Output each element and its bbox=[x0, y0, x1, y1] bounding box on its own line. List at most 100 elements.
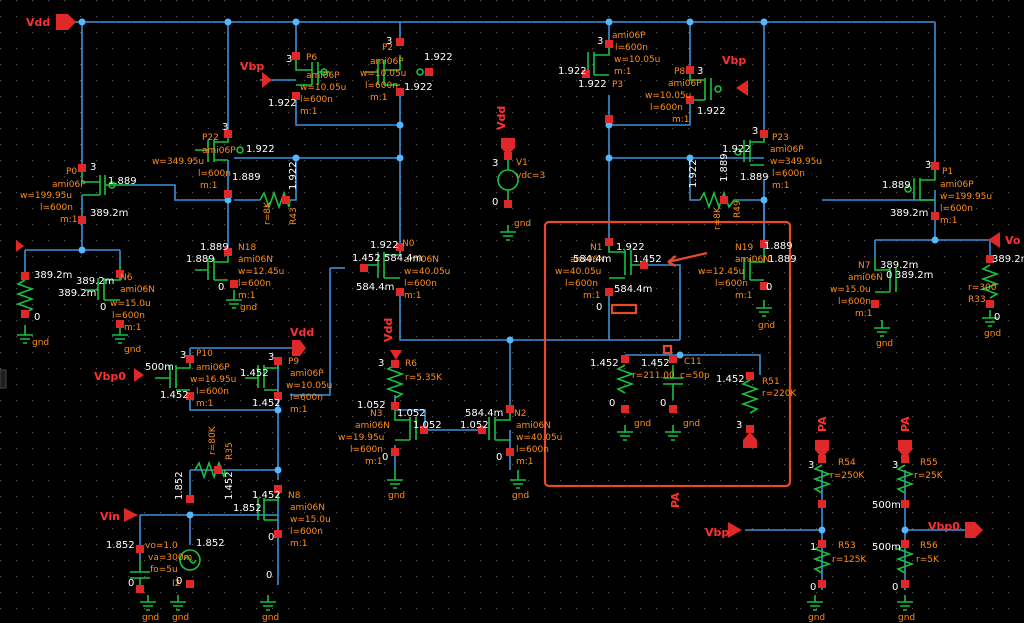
op-n2-zero: 0 bbox=[496, 452, 502, 463]
op-v1-zero: 0 bbox=[492, 197, 498, 208]
op-left-zero: 0 bbox=[34, 312, 40, 323]
op-r43-top: 1.922 bbox=[288, 161, 299, 190]
n0-name: N0 bbox=[402, 239, 415, 249]
op-r51-three: 3 bbox=[736, 420, 742, 431]
n8-l: l=600n bbox=[290, 527, 323, 537]
pin-vbp0-left-label: Vbp0 bbox=[94, 370, 126, 383]
gnd-n7: gnd bbox=[876, 339, 893, 349]
op-r56-top: 500m bbox=[872, 542, 901, 553]
n2-w: w=40.05u bbox=[516, 433, 562, 443]
r54-name: R54 bbox=[838, 458, 856, 468]
op-r49-top: 1.922 bbox=[688, 159, 699, 188]
p0-w: w=199.95u bbox=[20, 191, 72, 201]
p4-model: ami06P bbox=[612, 31, 646, 41]
pin-vdd-top-shape bbox=[56, 14, 76, 30]
n18-m: m:1 bbox=[238, 291, 256, 301]
r6-name: R6 bbox=[405, 359, 417, 369]
n3-model: ami06N bbox=[355, 421, 390, 431]
op-r54-three: 3 bbox=[808, 460, 814, 471]
r56-value: r=5K bbox=[916, 555, 940, 565]
op-n8-zero: 0 bbox=[268, 532, 274, 543]
ground-labels: gnd gnd gnd gnd gnd gnd gnd gnd gnd gnd … bbox=[32, 219, 1001, 623]
n8-name: N8 bbox=[288, 491, 301, 501]
instance-labels: P0 ami06P w=199.95u l=600n m:1 P6 ami06P… bbox=[20, 31, 997, 589]
n6-w: w=15.0u bbox=[110, 299, 151, 309]
op-r35-l: 1.852 bbox=[174, 471, 185, 500]
op-r55-three: 3 bbox=[892, 460, 898, 471]
r49-name: R49 bbox=[733, 200, 743, 218]
r54-value: r=250K bbox=[830, 471, 865, 481]
op-c11-zero: 0 bbox=[660, 398, 666, 409]
op-n3-zero: 0 bbox=[382, 452, 388, 463]
p22-l: l=600n bbox=[198, 169, 231, 179]
op-p22-three: 3 bbox=[222, 122, 228, 133]
p22-w: w=349.95u bbox=[152, 157, 204, 167]
p9-w: w=10.05u bbox=[286, 381, 332, 391]
p6-model: ami06P bbox=[306, 71, 340, 81]
r51-name: R51 bbox=[762, 377, 780, 387]
op-n18-b: 1.889 bbox=[186, 254, 215, 265]
pin-vbp-left-label: Vbp bbox=[240, 60, 264, 73]
p23-l: l=600n bbox=[772, 169, 805, 179]
op-p0-gate: 1.889 bbox=[108, 176, 137, 187]
pin-vdd-r6-shape bbox=[390, 350, 402, 360]
p8-m: m:1 bbox=[672, 115, 690, 125]
r51-value: r=220K bbox=[762, 389, 797, 399]
p6-name: P6 bbox=[306, 53, 317, 63]
selection-box[interactable] bbox=[543, 220, 792, 488]
op-p6-three: 3 bbox=[286, 54, 292, 65]
p1-w: w=199.95u bbox=[940, 192, 992, 202]
op-n2-d: 584.4m bbox=[465, 408, 503, 419]
n2-name: N2 bbox=[514, 409, 526, 419]
p10-m: m:1 bbox=[196, 399, 214, 409]
op-v1-three: 3 bbox=[492, 158, 498, 169]
op-p9-d: 1.452 bbox=[252, 398, 281, 409]
n0-model: ami06N bbox=[404, 255, 439, 265]
p1-m: m:1 bbox=[940, 216, 958, 226]
pin-vin-shape bbox=[124, 508, 138, 522]
pin-vdd-p9-shape bbox=[292, 340, 306, 356]
n3-w: w=19.95u bbox=[338, 433, 384, 443]
r53-value: r=125K bbox=[832, 555, 867, 565]
p8-model: ami06P bbox=[668, 79, 702, 89]
op-p1: 1.889 bbox=[882, 180, 911, 191]
n18-name: N18 bbox=[238, 243, 256, 253]
r53-name: R53 bbox=[838, 541, 856, 551]
op-n18-a: 1.889 bbox=[200, 242, 229, 253]
n7-w: w=15.0u bbox=[830, 285, 871, 295]
pin-vbp-left-shape bbox=[262, 72, 272, 88]
op-r53-one: 1 bbox=[810, 542, 816, 553]
p10-name: P10 bbox=[196, 349, 213, 359]
n2-m: m:1 bbox=[516, 457, 534, 467]
op-n6-a: 389.2m bbox=[76, 276, 114, 287]
p2-name: P2 bbox=[382, 43, 393, 53]
n3-l: l=600n bbox=[350, 445, 383, 455]
devices bbox=[15, 40, 1000, 611]
p8-name: P8 bbox=[674, 67, 685, 77]
r43-name: R43 bbox=[289, 207, 299, 225]
p6-w: w=10.05u bbox=[300, 83, 346, 93]
gnd-n8: gnd bbox=[262, 613, 279, 623]
window-edge-tab[interactable] bbox=[0, 369, 7, 389]
pin-vdd-top-label: Vdd bbox=[26, 16, 50, 29]
n19-w: w=12.45u bbox=[698, 267, 744, 277]
pin-vdd-center-label: Vdd bbox=[495, 106, 508, 130]
n19-l: l=600n bbox=[715, 279, 748, 289]
n19-name: N19 bbox=[735, 243, 753, 253]
op-p8-three: 3 bbox=[697, 66, 703, 77]
p10-w: w=16.95u bbox=[190, 375, 236, 385]
r35-name: R35 bbox=[225, 442, 235, 460]
op-n1-d: 1.922 bbox=[616, 242, 645, 253]
n7-m: m:1 bbox=[855, 309, 873, 319]
selection-marker[interactable] bbox=[610, 303, 638, 315]
pin-vbp-bottom-shape bbox=[728, 522, 742, 538]
op-p10-three: 3 bbox=[180, 350, 186, 361]
op-n6-zero: 0 bbox=[100, 302, 106, 313]
op-p22: 1.922 bbox=[246, 144, 275, 155]
p2-w: w=10.05u bbox=[360, 69, 406, 79]
pin-labels: Vdd Vbp Vbp Vdd Vdd Vdd Vbp0 Vin Vo Vbp … bbox=[26, 16, 1021, 539]
op-p0-three: 3 bbox=[90, 162, 96, 173]
pin-vbp-bottom-label: Vbp bbox=[705, 526, 729, 539]
pin-vo-label: Vo bbox=[1005, 234, 1021, 247]
